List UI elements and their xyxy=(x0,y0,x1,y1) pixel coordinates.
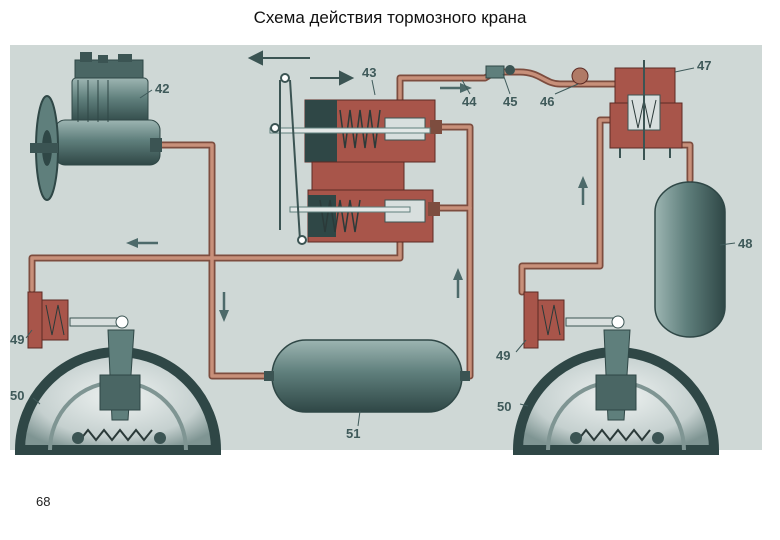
compressor-pulley xyxy=(30,95,59,201)
arrow-up-pipe-center xyxy=(453,268,463,298)
arrow-down-pipe xyxy=(219,292,229,322)
page-number: 68 xyxy=(36,494,51,509)
label-trailer-tank: 48 xyxy=(738,236,752,251)
label-brake-drum-left: 50 xyxy=(10,388,24,403)
label-fitting-45: 45 xyxy=(503,94,517,109)
fitting-45 xyxy=(485,65,515,79)
brake-linkage xyxy=(247,50,355,245)
arrow-up-pipe-right xyxy=(578,176,588,205)
arrow-left-pipe xyxy=(126,238,158,248)
relay-valve xyxy=(609,60,683,160)
label-brake-drum-right: 50 xyxy=(497,399,511,414)
label-pipe-44: 44 xyxy=(462,94,477,109)
label-main-tank: 51 xyxy=(346,426,360,441)
flow-arrows xyxy=(126,83,588,322)
diagram-title: Схема действия тормозного крана xyxy=(253,8,527,27)
left-brake-chamber xyxy=(27,291,69,349)
label-relay-valve: 47 xyxy=(697,58,711,73)
label-brake-valve: 43 xyxy=(362,65,376,80)
trailer-air-tank xyxy=(654,181,726,338)
fitting-46 xyxy=(571,67,589,85)
compressor xyxy=(54,52,162,166)
right-brake-lever xyxy=(565,315,637,421)
right-brake-chamber xyxy=(523,291,565,349)
label-fitting-46: 46 xyxy=(540,94,554,109)
label-brake-chamber-right: 49 xyxy=(496,348,510,363)
label-compressor: 42 xyxy=(155,81,169,96)
brake-valve xyxy=(269,99,442,243)
label-brake-chamber-left: 49 xyxy=(10,332,24,347)
main-air-tank xyxy=(264,339,470,413)
callout-leaders xyxy=(25,67,736,427)
left-brake-lever xyxy=(69,315,141,421)
